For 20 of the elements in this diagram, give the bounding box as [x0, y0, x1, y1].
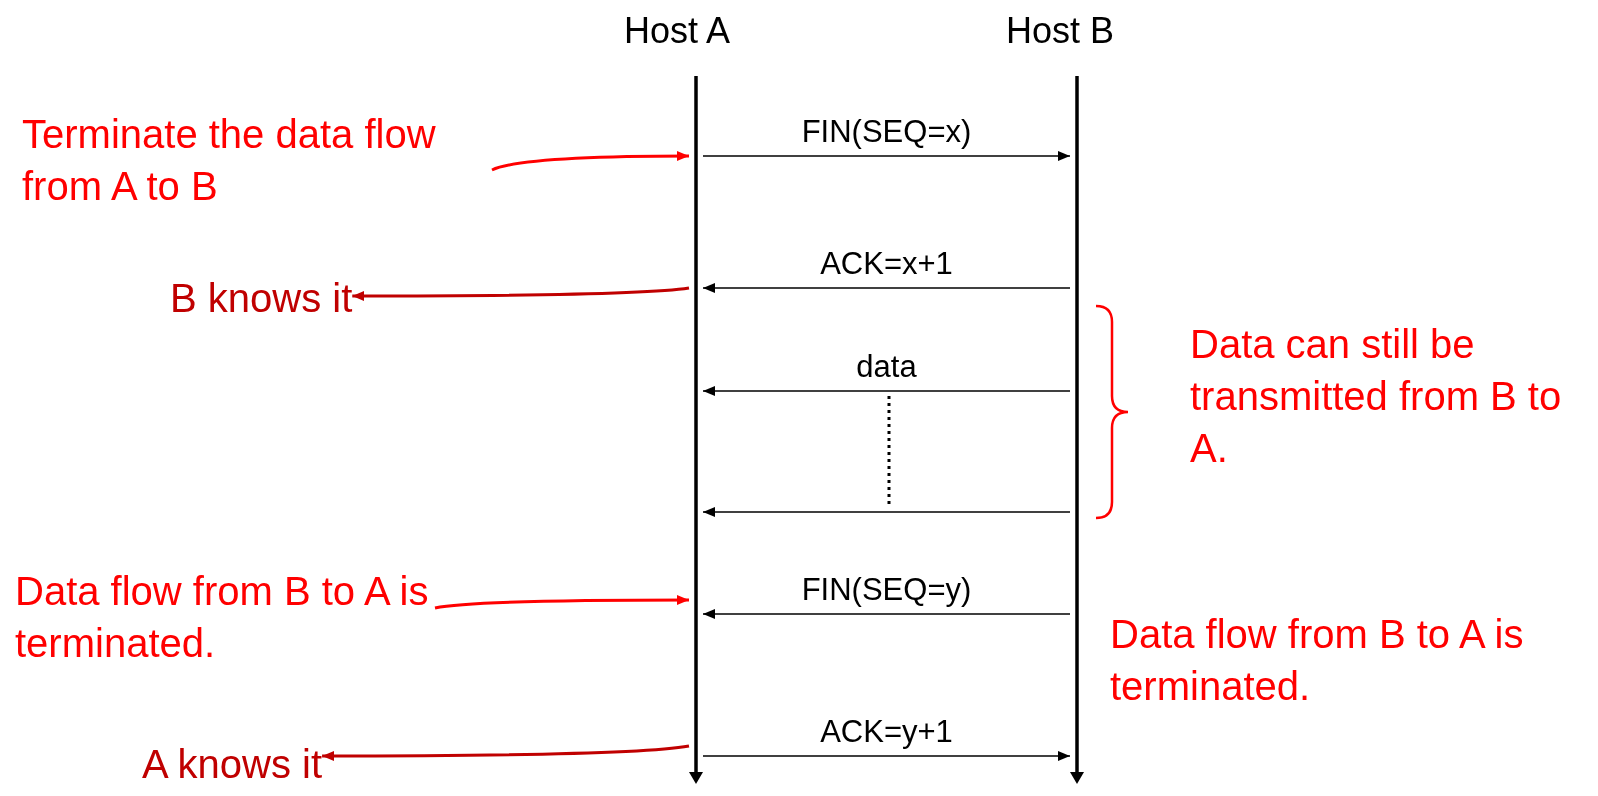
leader-arrow — [434, 595, 689, 610]
message-arrow — [702, 507, 1071, 517]
callout-text: A knows it — [142, 738, 323, 790]
message-arrow — [702, 386, 1071, 396]
message-arrow — [702, 751, 1071, 761]
callout-text: Terminate the data flow from A to B — [22, 108, 492, 212]
message-arrow — [702, 151, 1071, 161]
message-arrow — [702, 609, 1071, 619]
note-text: Data can still be transmitted from B to A. — [1190, 321, 1563, 472]
lifeline-heading: Host B — [1006, 10, 1115, 52]
leader-arrow — [352, 286, 690, 301]
callout-text: Data flow from B to A is terminated. — [15, 565, 435, 669]
callout-text: B knows it — [170, 272, 353, 324]
leader-arrow — [322, 744, 690, 761]
note-text: Data flow from B to A is terminated. — [1110, 611, 1525, 710]
leader-arrow — [491, 151, 689, 172]
lifeline-heading: Host A — [624, 10, 731, 52]
lifeline — [689, 76, 703, 784]
lifeline — [1070, 76, 1084, 784]
message-arrow — [702, 283, 1071, 293]
